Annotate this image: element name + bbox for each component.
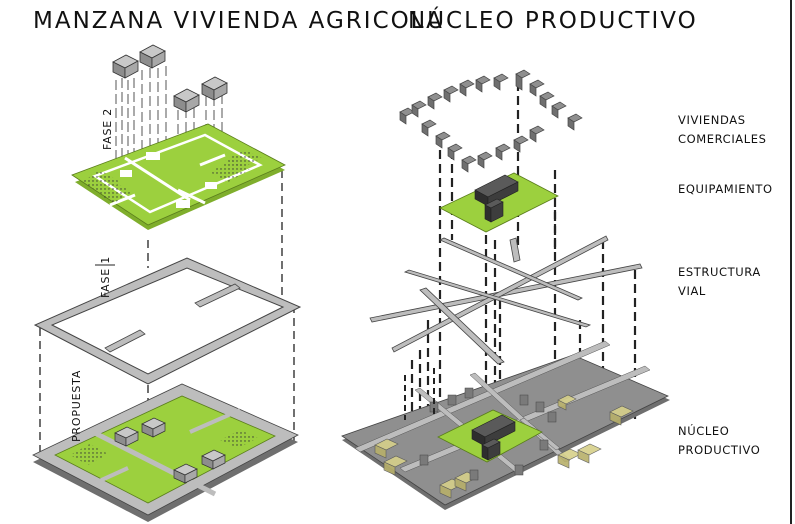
nucleo-yellow-boxes (374, 394, 634, 499)
fase2-buildings (112, 44, 228, 113)
nucleo-central-building (471, 414, 516, 461)
equipamiento-building (474, 174, 519, 223)
label-nucleo-line2: PRODUCTIVO (678, 443, 761, 457)
estructura-vial (369, 235, 643, 365)
building-box-3 (173, 88, 200, 113)
label-estructura-line1: ESTRUCTURA (678, 265, 761, 279)
building-box-4 (201, 76, 228, 101)
label-propuesta: PROPUESTA (70, 370, 83, 442)
propuesta-plate (32, 383, 299, 522)
nucleo-dashed-corners (404, 368, 435, 420)
label-estructura-vial: ESTRUCTURA VIAL (678, 263, 761, 301)
right-frame-border (790, 0, 792, 524)
building-box-2 (139, 44, 166, 69)
left-diagram-title: MANZANA VIVIENDA AGRICOLA (33, 8, 444, 34)
building-box-1 (112, 54, 139, 79)
propuesta-houses (114, 417, 226, 484)
label-fase-2: FASE 2 (101, 108, 114, 150)
fase1-path-frame (33, 257, 302, 385)
label-equipamiento: EQUIPAMIENTO (678, 182, 773, 196)
label-estructura-line2: VIAL (678, 284, 706, 298)
viviendas-comerciales-blocks (399, 69, 583, 173)
nucleo-gray-buildings (419, 387, 557, 481)
right-diagram-title: NÚCLEO PRODUCTIVO (408, 8, 698, 34)
label-viviendas-line1: VIVIENDAS (678, 113, 746, 127)
nucleo-productivo-base (341, 340, 670, 510)
equipamiento-plate (439, 172, 559, 233)
label-viviendas-line2: COMERCIALES (678, 132, 767, 146)
label-nucleo-line1: NÚCLEO (678, 424, 730, 438)
label-viviendas: VIVIENDAS COMERCIALES (678, 111, 767, 149)
fase2-plate (71, 123, 286, 230)
label-nucleo-productivo: NÚCLEO PRODUCTIVO (678, 422, 760, 460)
label-fase-1: FASE 1 (99, 256, 112, 298)
